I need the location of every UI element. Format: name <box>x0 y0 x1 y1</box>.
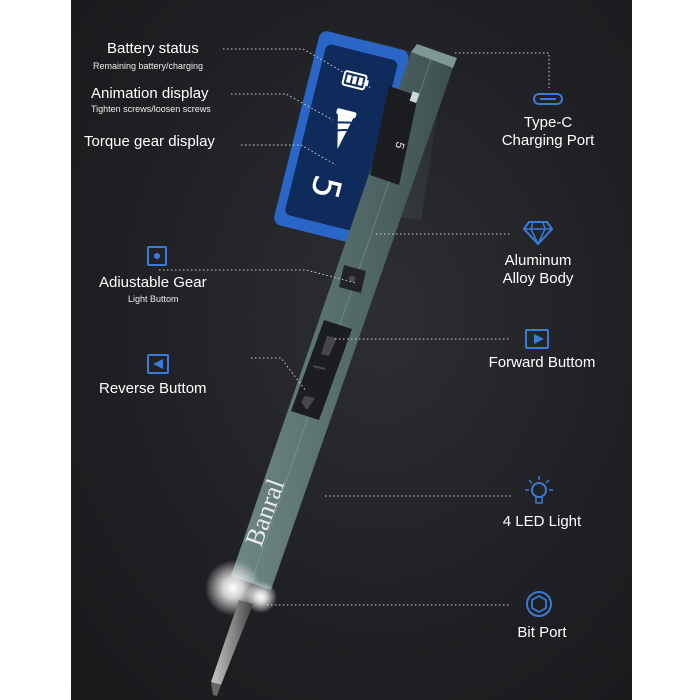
aluminum-body-line2: Alloy Body <box>502 270 574 287</box>
battery-status-subtitle: Remaining battery/charging <box>93 61 204 71</box>
screwdriver-bit <box>211 600 253 685</box>
body-display-digit: 5 <box>392 140 407 151</box>
battery-status-title: Battery status <box>107 40 199 57</box>
type-c-line1: Type-C <box>523 114 573 131</box>
leader-lines <box>159 48 550 606</box>
forward-button-title: Forward Buttom <box>488 354 596 371</box>
led-light-area <box>205 560 277 696</box>
play-right-icon <box>525 329 549 349</box>
play-left-icon <box>147 354 169 374</box>
diamond-icon <box>522 221 554 246</box>
animation-display-subtitle: Tighten screws/loosen screws <box>91 104 211 114</box>
animation-display-title: Animation display <box>91 85 209 102</box>
hex-socket-icon <box>526 591 552 617</box>
forward-arrow-icon <box>321 336 337 356</box>
battery-icon <box>341 70 369 91</box>
adjustable-gear-title: Adiustable Gear <box>99 274 207 291</box>
reverse-button-title: Reverse Buttom <box>99 380 207 397</box>
torque-gear-display-title: Torque gear display <box>84 133 215 150</box>
bit-port-title: Bit Port <box>517 624 567 641</box>
adjustable-gear-subtitle: Light Buttom <box>128 294 179 304</box>
type-c-line2: Charging Port <box>501 132 595 149</box>
display-zoom-window: 5 <box>274 31 409 245</box>
reverse-arrow-icon <box>301 396 315 410</box>
gear-button[interactable] <box>339 265 366 293</box>
direction-rocker[interactable] <box>291 320 352 420</box>
dot-square-icon <box>147 246 167 266</box>
screwdriver-illustration: 5 5 <box>159 31 550 696</box>
led-light-title: 4 LED Light <box>502 513 582 530</box>
light-bulb-icon <box>525 476 553 504</box>
usb-c-icon <box>533 93 563 105</box>
screw-animation-icon <box>336 108 357 150</box>
body-display: 5 <box>370 86 420 185</box>
aluminum-body-line1: Aluminum <box>504 252 572 269</box>
product-panel: 5 5 <box>71 0 632 700</box>
